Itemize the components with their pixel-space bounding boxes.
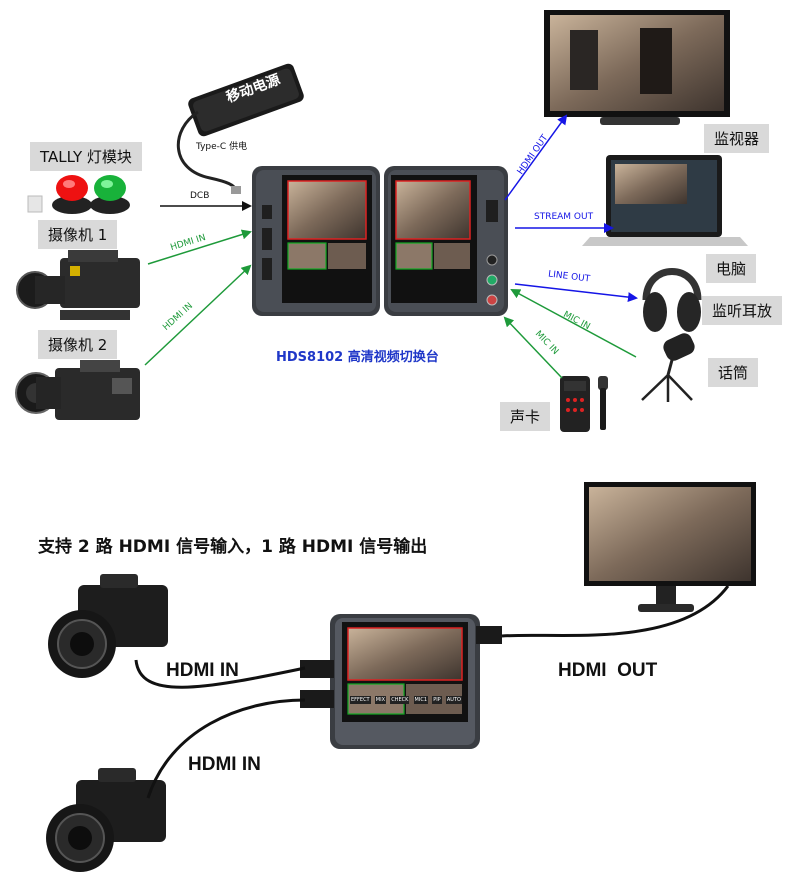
switcher-bottom-icon [300, 614, 502, 749]
device-button-check: CHECK [390, 696, 410, 704]
hdmi-in-arrow-1 [147, 229, 252, 265]
sound-card-label: 声卡 [500, 402, 551, 431]
camera1-icon [16, 250, 140, 320]
tally-label: TALLY 灯模块 [30, 142, 142, 171]
microphone-label: 话筒 [708, 358, 759, 387]
device-button-pip: PIP [432, 696, 442, 704]
hdmi-out-arrow [504, 114, 568, 201]
typec-label: Type-C 供电 [196, 142, 248, 152]
headphones-label: 监听耳放 [702, 296, 783, 325]
hdmi-cable-in-2 [146, 698, 306, 799]
hdmi-in-arrow-2 [144, 264, 252, 366]
product-title: HDS8102 高清视频切换台 [276, 350, 439, 365]
dslr-camera-2-icon [46, 768, 166, 872]
bottom-headline: 支持 2 路 HDMI 信号输入，1 路 HDMI 信号输出 [38, 537, 428, 557]
typec-cable [176, 110, 238, 191]
switcher-side-view [384, 166, 508, 316]
computer-label: 电脑 [706, 254, 757, 283]
hdmi-cable-out [501, 585, 730, 638]
stream-out-label: STREAM OUT [534, 212, 594, 222]
device-button-auto: AUTO [445, 696, 462, 704]
laptop-icon [582, 155, 748, 246]
sound-card-icon [560, 376, 608, 432]
monitor-label: 监视器 [704, 124, 770, 153]
camera2-label: 摄像机 2 [38, 330, 118, 359]
tv-monitor-icon [544, 10, 730, 125]
tally-light-icon [27, 175, 130, 214]
mic-in-arrow-1 [510, 289, 637, 358]
dslr-camera-1-icon [48, 574, 168, 678]
power-bank-icon [188, 63, 304, 137]
bottom-hdmi-in-2: HDMI IN [188, 754, 261, 775]
camera1-label: 摄像机 1 [38, 220, 118, 249]
bottom-hdmi-out: HDMI OUT [558, 660, 658, 681]
device-button-row: EFFECT MIX CHECK MIC1 PIP AUTO [350, 696, 462, 704]
bottom-hdmi-in-1: HDMI IN [166, 660, 239, 681]
line-out-arrow [514, 283, 638, 303]
mic-in-arrow-2 [503, 316, 563, 379]
switcher-front-view [252, 166, 380, 316]
device-button-mic1: MIC1 [413, 696, 429, 704]
headphones-icon [642, 268, 702, 332]
microphone-icon [641, 333, 695, 402]
device-button-effect: EFFECT [350, 696, 371, 704]
device-button-mix: MIX [374, 696, 387, 704]
dcb-label: DCB [190, 191, 210, 201]
typec-plug-icon [231, 186, 241, 194]
camera2-icon [15, 360, 140, 420]
desktop-monitor-icon [584, 482, 756, 612]
hdmi-cable-in-1 [134, 659, 306, 689]
